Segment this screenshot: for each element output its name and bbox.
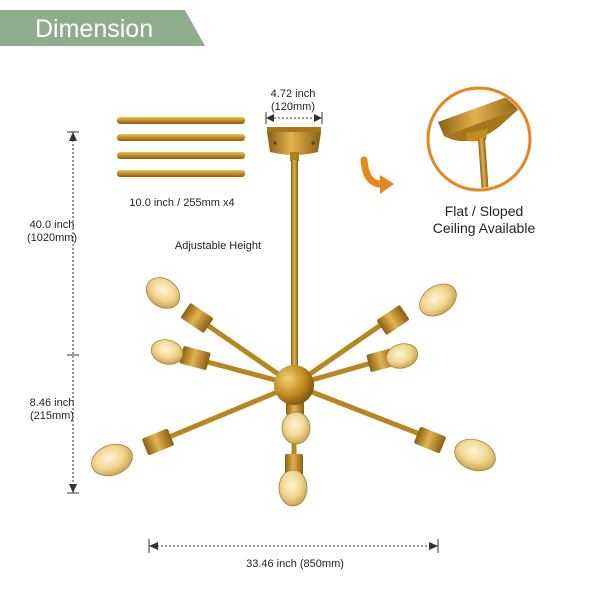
ceiling-label: Flat / Sloped Ceiling Available: [414, 203, 554, 237]
rods-group: [117, 117, 245, 177]
ceiling-label-line2: Ceiling Available: [432, 220, 536, 236]
rod: [117, 134, 245, 141]
socket: [142, 429, 174, 455]
canopy-dimension: [265, 112, 323, 124]
socket: [179, 346, 211, 370]
canopy-width-label: 4.72 inch (120mm): [258, 88, 328, 114]
canopy: [267, 127, 321, 161]
bulb: [385, 343, 419, 369]
total-height-inch: 40.0 inch: [29, 219, 75, 231]
bulb: [281, 411, 311, 445]
width-dimension: [148, 539, 439, 553]
curved-arrow-icon: [360, 156, 394, 194]
center-ball: [274, 365, 314, 405]
bulb: [278, 469, 308, 507]
height-dimension: [67, 131, 79, 494]
bulb: [91, 443, 133, 477]
total-height-mm: (1020mm): [26, 232, 78, 244]
adjustable-height-label: Adjustable Height: [174, 240, 262, 252]
canopy-width-mm: (120mm): [270, 101, 315, 113]
dimension-banner: Dimension: [0, 10, 205, 46]
bulbs: [91, 277, 496, 507]
banner-title: Dimension: [35, 15, 154, 43]
rod: [117, 152, 245, 159]
sockets: [142, 303, 446, 478]
total-height-label: 40.0 inch (1020mm): [12, 219, 92, 245]
rod: [117, 170, 245, 177]
body-height-inch: 8.46 inch: [29, 397, 75, 409]
width-label: 33.46 inch (850mm): [246, 558, 344, 570]
socket: [181, 303, 213, 333]
socket: [377, 305, 409, 335]
rods-label: 10.0 inch / 255mm x4: [129, 197, 235, 209]
ceiling-label-line1: Flat / Sloped: [444, 203, 524, 219]
sloped-ceiling-detail-icon: [426, 86, 532, 192]
bulb: [145, 277, 181, 309]
canopy-width-inch: 4.72 inch: [270, 88, 316, 100]
body-height-mm: (215mm): [29, 410, 74, 422]
bulb: [419, 283, 457, 317]
down-rod: [291, 160, 298, 372]
bulb: [150, 339, 184, 365]
rod: [117, 117, 245, 124]
socket: [414, 427, 446, 453]
body-height-label: 8.46 inch (215mm): [12, 397, 92, 423]
banner-shape: [0, 10, 205, 46]
bulb: [454, 438, 496, 472]
